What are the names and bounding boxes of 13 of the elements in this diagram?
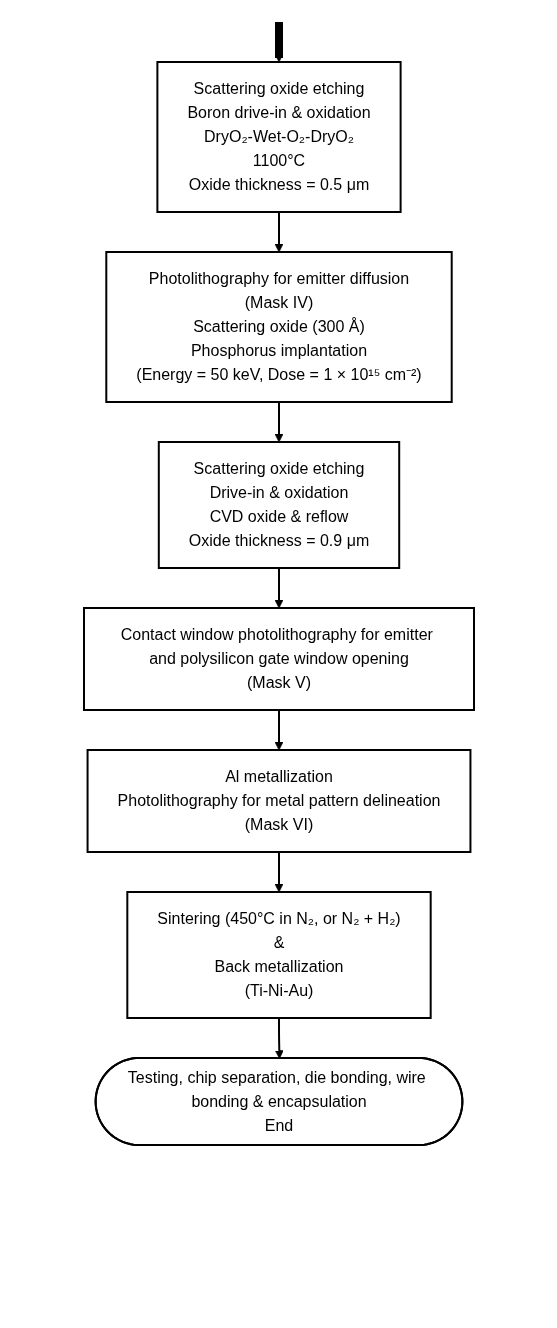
arrow — [274, 1017, 284, 1059]
node-box: Photolithography for emitter diffusion (Mask IV) Scattering oxide (300 Å) Phosphorus implantation (Energy = 50 keV, Dose = 1 × 10¹⁵ cm⁻²) — [104, 251, 453, 403]
arrow — [274, 709, 283, 751]
node-box: Al metallization Photolithography for metal pattern delineation (Mask VI) — [86, 749, 471, 853]
arrow — [274, 211, 283, 253]
arrow — [274, 567, 283, 609]
node-box: Scattering oxide etching Drive-in & oxidation CVD oxide & reflow Oxide thickness = 0.9 μm — [157, 441, 400, 569]
node-box: Sintering (450°C in N₂, or N₂ + H₂) & Back metallization (Ti-Ni-Au) — [125, 891, 432, 1019]
node-box: Contact window photolithography for emitter and polysilicon gate window opening (Mask V) — [82, 607, 475, 711]
arrow — [274, 401, 283, 443]
arrow — [274, 21, 283, 63]
arrow — [274, 851, 283, 893]
node-box: Scattering oxide etching Boron drive-in & oxidation DryO₂-Wet-O₂-DryO₂ 1100°C Oxide thickness = 0.5 μm — [155, 61, 402, 213]
